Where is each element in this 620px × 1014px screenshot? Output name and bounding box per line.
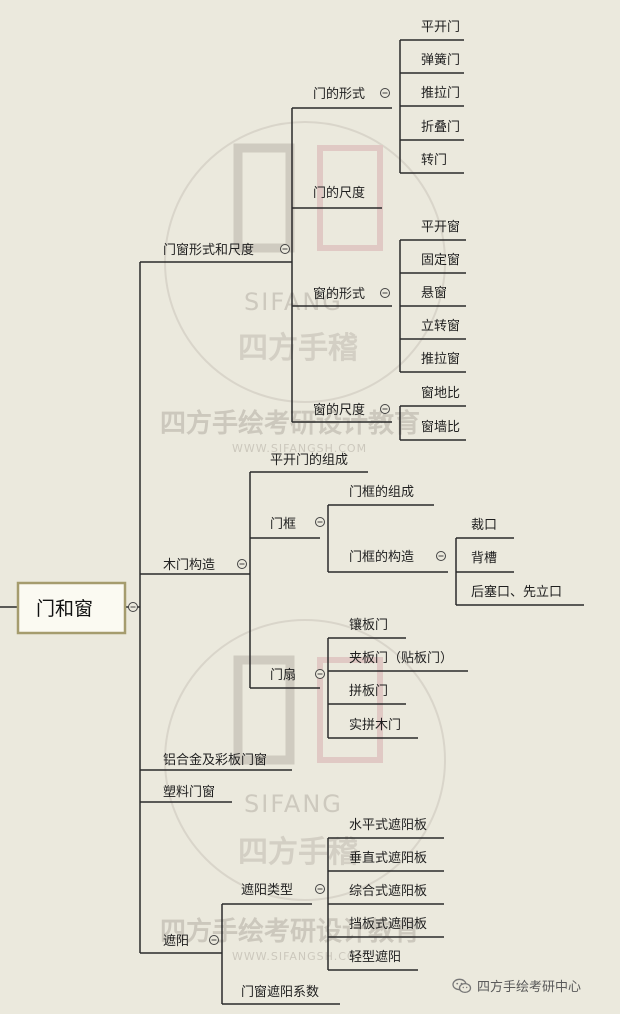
node-wood-door[interactable]: 木门构造	[163, 558, 215, 573]
leaf-pivot-window[interactable]: 立转窗	[421, 318, 460, 334]
node-plastic[interactable]: 塑料门窗	[163, 784, 215, 800]
toggle-window-form[interactable]	[380, 288, 390, 298]
toggle-frame-construction[interactable]	[436, 551, 446, 561]
leaf-window-floor-ratio[interactable]: 窗地比	[421, 385, 460, 401]
leaf-fixed-window[interactable]: 固定窗	[421, 252, 460, 268]
toggle-door-leaf[interactable]	[315, 669, 325, 679]
node-casement-composition[interactable]: 平开门的组成	[270, 452, 348, 468]
wechat-attribution: 四方手绘考研中心	[452, 976, 581, 995]
watermark-banner: 四方手绘考研设计教育	[160, 408, 420, 439]
toggle-root[interactable]	[128, 602, 138, 612]
leaf-panel-door[interactable]: 镶板门	[349, 617, 388, 633]
leaf-install-method[interactable]: 后塞口、先立口	[471, 584, 562, 600]
leaf-hung-window[interactable]: 悬窗	[421, 285, 447, 301]
watermark-brand-cn: 四方手稽	[238, 331, 358, 366]
watermark-brand-en-2: SIFANG	[244, 790, 343, 818]
node-door-frame[interactable]: 门框	[270, 517, 296, 532]
leaf-light-shade[interactable]: 轻型遮阳	[349, 949, 401, 965]
leaf-casement-window[interactable]: 平开窗	[421, 219, 460, 235]
wechat-label: 四方手绘考研中心	[477, 980, 582, 995]
node-shading-types[interactable]: 遮阳类型	[241, 882, 293, 898]
node-frame-construction[interactable]: 门框的构造	[349, 549, 414, 565]
watermark-url: WWW.SIFANGSH.COM	[232, 442, 367, 455]
watermark-url-2: WWW.SIFANGSH.COM	[232, 950, 367, 963]
leaf-plywood-door[interactable]: 夹板门（贴板门）	[349, 651, 453, 666]
leaf-horizontal-shade[interactable]: 水平式遮阳板	[349, 817, 427, 833]
leaf-folding-door[interactable]: 折叠门	[421, 120, 460, 135]
node-frame-composition[interactable]: 门框的组成	[349, 484, 414, 500]
node-shading[interactable]: 遮阳	[163, 933, 189, 949]
node-door-size[interactable]: 门的尺度	[313, 185, 365, 201]
watermark-top: SIFANG 四方手稽 四方手绘考研设计教育 WWW.SIFANGSH.COM	[160, 121, 446, 455]
leaf-sliding-window[interactable]: 推拉窗	[421, 351, 460, 367]
leaf-board-door[interactable]: 拼板门	[349, 684, 388, 699]
node-aluminum[interactable]: 铝合金及彩板门窗	[163, 752, 267, 768]
toggle-door-frame[interactable]	[315, 517, 325, 527]
leaf-vertical-shade[interactable]: 垂直式遮阳板	[349, 850, 427, 866]
root-node[interactable]: 门和窗	[16, 581, 127, 635]
toggle-shading-types[interactable]	[315, 884, 325, 894]
wechat-icon	[452, 978, 472, 993]
leaf-revolving-door[interactable]: 转门	[421, 153, 447, 168]
leaf-solid-wood-door[interactable]: 实拼木门	[349, 718, 401, 733]
leaf-rebate[interactable]: 裁口	[471, 517, 497, 533]
watermark-banner-2: 四方手绘考研设计教育	[160, 916, 420, 947]
node-shading-coefficient[interactable]: 门窗遮阳系数	[241, 984, 319, 1000]
leaf-baffle-shade[interactable]: 挡板式遮阳板	[349, 916, 427, 932]
watermark-brand-cn-2: 四方手稽	[238, 835, 358, 870]
toggle-wood-door[interactable]	[237, 559, 247, 569]
leaf-window-wall-ratio[interactable]: 窗墙比	[421, 419, 460, 435]
leaf-sliding-door[interactable]: 推拉门	[421, 86, 460, 101]
toggle-door-window-form[interactable]	[280, 244, 290, 254]
node-door-leaf[interactable]: 门扇	[270, 667, 296, 683]
node-window-size[interactable]: 窗的尺度	[313, 402, 365, 418]
watermark-bottom: SIFANG 四方手稽 四方手绘考研设计教育 WWW.SIFANGSH.COM	[160, 619, 446, 963]
leaf-casement-door[interactable]: 平开门	[421, 20, 460, 35]
node-door-form[interactable]: 门的形式	[313, 86, 365, 102]
connectors	[0, 39, 584, 1005]
toggle-door-form[interactable]	[380, 88, 390, 98]
toggle-shading[interactable]	[209, 935, 219, 945]
leaf-back-groove[interactable]: 背槽	[471, 551, 497, 566]
node-window-form[interactable]: 窗的形式	[313, 286, 365, 302]
root-label: 门和窗	[36, 598, 93, 620]
leaf-combined-shade[interactable]: 综合式遮阳板	[349, 883, 427, 899]
node-door-window-form[interactable]: 门窗形式和尺度	[163, 242, 254, 258]
toggle-window-size[interactable]	[380, 404, 390, 414]
leaf-spring-door[interactable]: 弹簧门	[421, 52, 460, 68]
